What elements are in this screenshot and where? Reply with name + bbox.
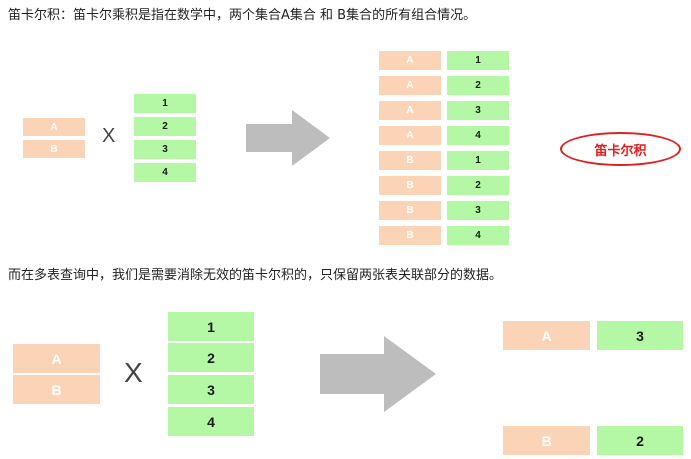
result-b-cell: 3	[446, 100, 510, 121]
set-b-cell: 1	[167, 311, 255, 342]
result-b-cell: 1	[446, 50, 510, 71]
result-a-cell: B	[378, 200, 442, 221]
set-b-cell: 3	[133, 139, 197, 160]
set-a-cell: A	[12, 343, 101, 374]
result-b-cell: 3	[446, 200, 510, 221]
set-a-cell: B	[22, 139, 86, 159]
set-a-cell: A	[22, 117, 86, 137]
result-b-cell: 2	[596, 425, 684, 456]
set-b-cell: 3	[167, 374, 255, 405]
right-arrow-icon	[320, 336, 436, 412]
result-b-cell: 2	[446, 75, 510, 96]
set-b-cell: 4	[167, 406, 255, 437]
cartesian-product-badge: 笛卡尔积	[560, 132, 681, 166]
result-b-cell: 4	[446, 125, 510, 146]
set-b-cell: 2	[167, 342, 255, 373]
result-a-cell: B	[378, 175, 442, 196]
cross-operator: X	[124, 357, 143, 388]
intro-text: 笛卡尔积：笛卡尔乘积是指在数学中，两个集合A集合 和 B集合的所有组合情况。	[8, 7, 476, 25]
result-a-cell: A	[502, 320, 591, 351]
right-arrow-icon	[246, 110, 330, 166]
result-a-cell: B	[378, 225, 442, 246]
result-b-cell: 4	[446, 225, 510, 246]
result-b-cell: 2	[446, 175, 510, 196]
result-a-cell: A	[378, 75, 442, 96]
set-b-cell: 1	[133, 93, 197, 114]
intro-description: 笛卡尔乘积是指在数学中，两个集合A集合 和 B集合的所有组合情况。	[73, 8, 477, 23]
result-a-cell: A	[378, 100, 442, 121]
intro-term: 笛卡尔积：	[8, 8, 74, 23]
result-b-cell: 1	[446, 150, 510, 171]
cross-operator: X	[102, 125, 116, 147]
result-a-cell: B	[378, 150, 442, 171]
result-a-cell: A	[378, 125, 442, 146]
result-a-cell: B	[502, 425, 591, 456]
set-b-cell: 2	[133, 116, 197, 137]
set-b-cell: 4	[133, 162, 197, 183]
note-text: 而在多表查询中，我们是需要消除无效的笛卡尔积的，只保留两张表关联部分的数据。	[8, 268, 503, 283]
result-a-cell: A	[378, 50, 442, 71]
result-b-cell: 3	[596, 320, 684, 351]
set-a-cell: B	[12, 374, 101, 405]
